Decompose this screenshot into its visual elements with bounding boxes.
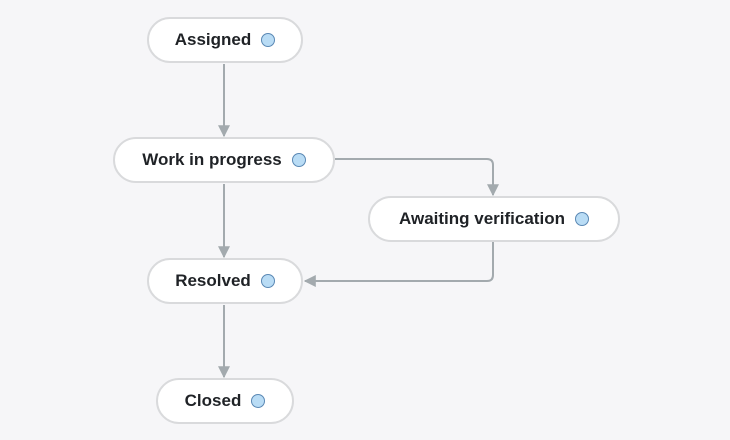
status-node-work-in-progress[interactable]: Work in progress bbox=[113, 137, 335, 183]
status-label: Closed bbox=[184, 391, 242, 410]
status-label: Work in progress bbox=[142, 150, 282, 169]
status-node-closed[interactable]: Closed bbox=[156, 378, 294, 424]
status-node-resolved[interactable]: Resolved bbox=[147, 258, 303, 304]
transition-awaiting-verification-to-resolved bbox=[303, 242, 494, 287]
status-dot-icon bbox=[291, 153, 306, 167]
status-dot-icon bbox=[574, 212, 589, 226]
status-dot-icon bbox=[261, 33, 276, 47]
transition-work-in-progress-to-awaiting-verification bbox=[335, 158, 499, 197]
status-node-assigned[interactable]: Assigned bbox=[147, 17, 303, 63]
status-label: Resolved bbox=[175, 271, 251, 290]
status-dot-icon bbox=[260, 274, 275, 288]
status-dot-icon bbox=[251, 394, 266, 408]
status-node-awaiting-verification[interactable]: Awaiting verification bbox=[368, 196, 620, 242]
status-label: Awaiting verification bbox=[399, 209, 565, 228]
status-label: Assigned bbox=[174, 30, 252, 49]
